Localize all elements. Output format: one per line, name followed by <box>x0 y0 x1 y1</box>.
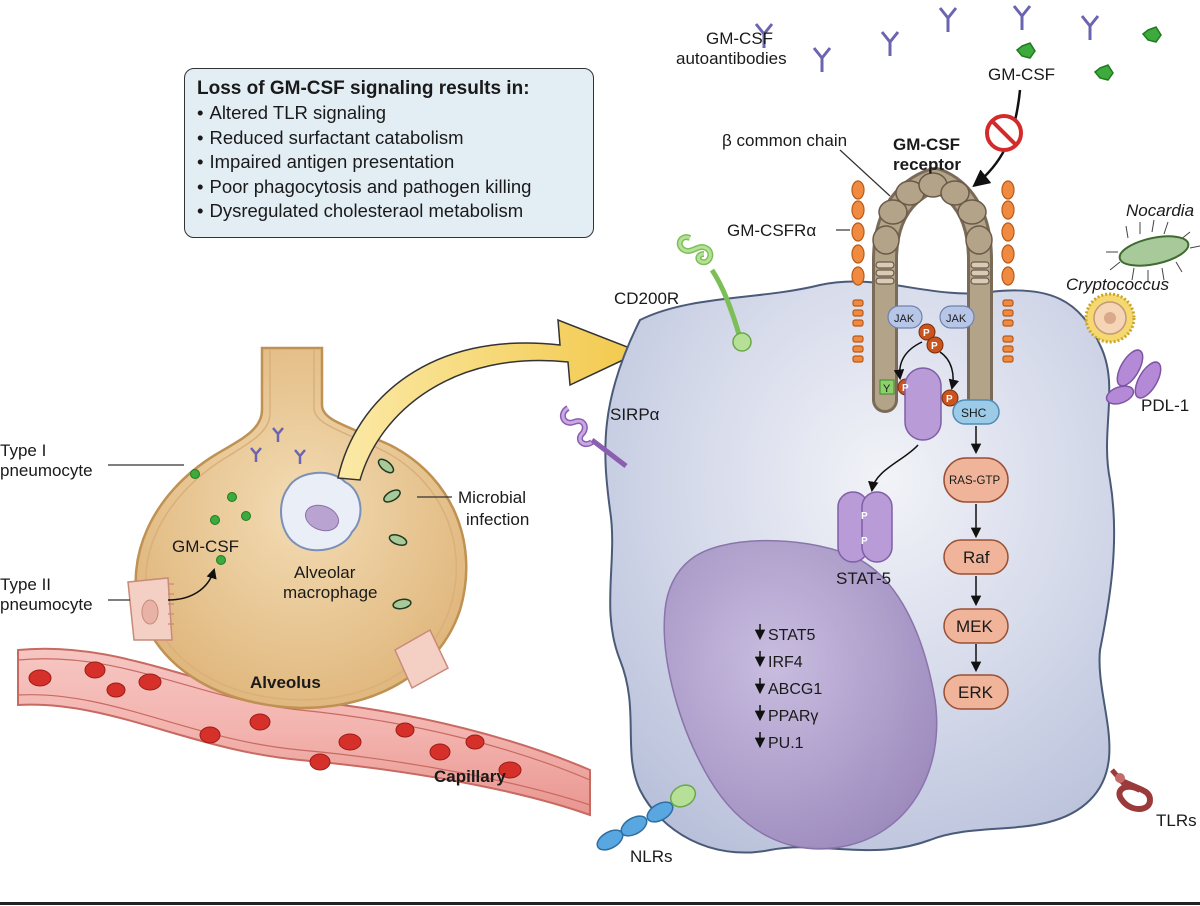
label-erk: ERK <box>958 683 994 702</box>
label-p3: P <box>902 383 909 394</box>
label-ras: RAS-GTP <box>949 475 1000 487</box>
gmcsf-dots <box>190 469 251 565</box>
label-p4: P <box>946 394 953 405</box>
label-autoantibodies-line1: GM-CSF <box>706 29 773 48</box>
tlr-molecule <box>1110 768 1154 812</box>
label-macrophage-line2: macrophage <box>283 583 378 602</box>
bottom-rule <box>0 902 1200 905</box>
info-box: Loss of GM-CSF signaling results in: Alt… <box>184 68 594 238</box>
label-mek: MEK <box>956 617 994 636</box>
sirpa-molecule <box>559 405 628 468</box>
label-jak-left: JAK <box>894 313 915 325</box>
label-tlrs: TLRs <box>1156 811 1197 830</box>
label-p5: P <box>861 511 868 522</box>
label-stat5: STAT-5 <box>836 569 891 588</box>
label-top-gmcsf: GM-CSF <box>988 65 1055 84</box>
info-box-item: Impaired antigen presentation <box>197 150 581 175</box>
label-gmcsfr-alpha: GM-CSFRα <box>727 221 816 240</box>
label-microbial-line1: Microbial <box>458 488 526 507</box>
gene-ppar: PPARγ <box>768 708 818 725</box>
label-autoantibodies-line2: autoantibodies <box>676 49 787 68</box>
antibodies-in-alveolus <box>250 427 306 464</box>
microbial-infection <box>377 458 412 610</box>
gene-stat5: STAT5 <box>768 627 816 644</box>
alveolar-macrophage <box>280 471 362 552</box>
label-raf: Raf <box>963 548 990 567</box>
label-shc: SHC <box>961 406 987 420</box>
label-microbial-line2: infection <box>466 510 529 529</box>
type2-pneumocyte-cell-right <box>394 628 449 690</box>
label-macrophage-line1: Alveolar <box>294 563 356 582</box>
stat5-dimer <box>837 491 893 563</box>
tyrosine-tag <box>879 379 895 395</box>
secretion-arrow <box>167 567 217 601</box>
red-blood-cells <box>28 661 522 779</box>
label-sirpa: SIRPα <box>610 405 660 424</box>
jak-left <box>887 305 923 329</box>
label-type2-line1: Type II <box>0 575 51 594</box>
pdl1-molecule <box>1105 349 1162 405</box>
type2-pneumocyte-cell <box>127 577 174 641</box>
label-type1-line1: Type I <box>0 441 46 460</box>
label-cd200r: CD200R <box>614 289 679 308</box>
gmcsf-autoantibodies <box>754 5 1100 72</box>
info-box-item: Altered TLR signaling <box>197 101 581 126</box>
jak-right <box>939 305 975 329</box>
cd200r-molecule <box>676 234 752 352</box>
label-nlrs: NLRs <box>630 847 673 866</box>
info-box-item: Dysregulated cholesteraol metabolism <box>197 199 581 224</box>
label-cryptococcus: Cryptococcus <box>1066 275 1169 294</box>
cryptococcus-yeast <box>1084 292 1136 344</box>
label-pdl1: PDL-1 <box>1141 396 1189 415</box>
nlr-molecule <box>596 784 697 851</box>
info-box-item: Reduced surfactant catabolism <box>197 126 581 151</box>
gene-abcg1: ABCG1 <box>768 681 822 698</box>
label-alveolus-gmcsf: GM-CSF <box>172 537 239 556</box>
label-beta-chain: β common chain <box>722 131 847 150</box>
alveolus <box>127 346 468 710</box>
nocardia-bacterium <box>1106 219 1200 282</box>
info-box-list: Altered TLR signaling Reduced surfactant… <box>197 101 581 224</box>
stat5-monomer <box>904 367 942 441</box>
gmcsf-molecules <box>1015 26 1162 81</box>
label-nocardia: Nocardia <box>1126 201 1194 220</box>
gene-pu1: PU.1 <box>768 735 804 752</box>
gmcsf-receptor <box>851 166 1015 549</box>
shc-box <box>952 399 1000 425</box>
label-y: Y <box>883 383 891 395</box>
info-box-title: Loss of GM-CSF signaling results in: <box>197 78 530 99</box>
labels: Type I pneumocyte Type II pneumocyte GM-… <box>0 29 1197 866</box>
nucleus-gene-list: STAT5 IRF4 ABCG1 PPARγ PU.1 <box>754 624 822 752</box>
receptor-leaders <box>836 149 891 231</box>
label-type2-line2: pneumocyte <box>0 595 93 614</box>
label-p1: P <box>923 328 930 339</box>
label-p2: P <box>931 341 938 352</box>
label-receptor-line1: GM-CSF <box>893 135 960 154</box>
capillary <box>17 647 591 817</box>
gene-irf4: IRF4 <box>768 654 803 671</box>
label-capillary: Capillary <box>434 767 506 786</box>
label-alveolus: Alveolus <box>250 673 321 692</box>
pathway-boxes <box>943 457 1009 710</box>
label-receptor-line2: receptor <box>893 155 961 174</box>
label-p6: P <box>861 536 868 547</box>
label-jak-right: JAK <box>946 313 967 325</box>
leader-lines <box>108 464 452 601</box>
info-box-item: Poor phagocytosis and pathogen killing <box>197 175 581 200</box>
label-type1-line2: pneumocyte <box>0 461 93 480</box>
blocked-icon <box>985 114 1023 152</box>
